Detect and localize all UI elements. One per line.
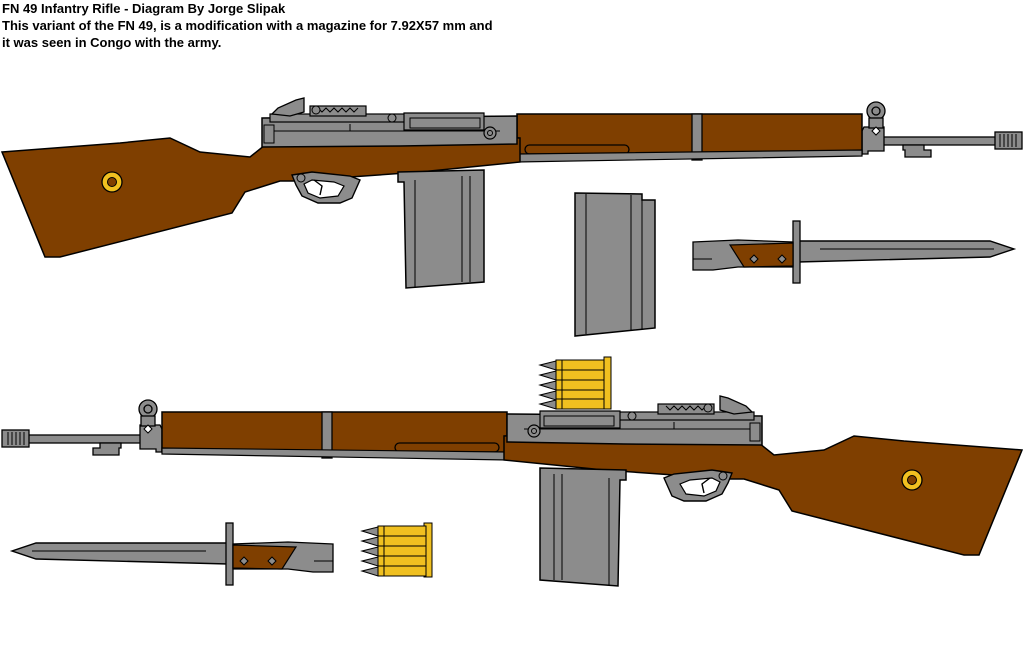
header: FN 49 Infantry Rifle - Diagram By Jorge … bbox=[2, 0, 702, 51]
cartridge-clip-bottom bbox=[361, 522, 433, 578]
bayonet-icon bbox=[692, 220, 1015, 284]
bayonet-top bbox=[692, 220, 1015, 284]
bayonet-bottom bbox=[11, 522, 334, 586]
cartridge-clip-top bbox=[539, 356, 612, 410]
cartridge-clip-icon bbox=[603, 356, 612, 410]
page-title: FN 49 Infantry Rifle - Diagram By Jorge … bbox=[2, 1, 286, 16]
magazine-detached bbox=[574, 192, 656, 337]
description-line-2: it was seen in Congo with the army. bbox=[2, 35, 222, 50]
description-line-1: This variant of the FN 49, is a modifica… bbox=[2, 18, 493, 33]
bayonet-icon bbox=[11, 522, 334, 586]
magazine-icon bbox=[574, 192, 656, 337]
